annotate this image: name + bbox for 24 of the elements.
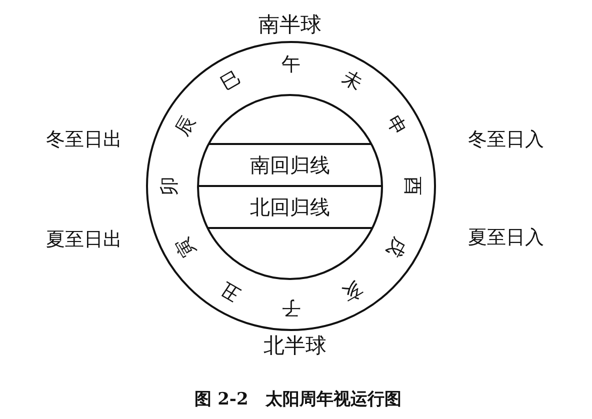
- branch-label: 午: [282, 56, 300, 74]
- direction-label: 冬至日入: [468, 130, 544, 150]
- branch-label: 丑: [218, 278, 244, 304]
- direction-label: 冬至日出: [46, 130, 122, 150]
- branch-label: 申: [382, 112, 409, 138]
- direction-label: 北半球: [264, 336, 326, 356]
- band-label: 南回归线: [250, 155, 330, 175]
- branch-label: 未: [338, 68, 364, 94]
- band-label: 北回归线: [250, 197, 330, 217]
- branch-label: 戌: [382, 234, 409, 260]
- direction-label: 夏至日入: [468, 228, 544, 248]
- direction-label: 夏至日出: [46, 230, 122, 250]
- branch-label: 亥: [338, 278, 364, 304]
- branch-label: 子: [282, 298, 300, 316]
- branch-label: 巳: [218, 68, 244, 94]
- branch-label: 酉: [402, 176, 422, 196]
- branch-label: 卯: [160, 176, 180, 196]
- branch-label: 寅: [173, 234, 200, 260]
- direction-label: 南半球: [258, 14, 322, 36]
- figure-caption: 图 2-2 太阳周年视运行图: [194, 392, 402, 408]
- tropic-band: [197, 144, 383, 186]
- zodiac-ring: [146, 41, 436, 331]
- inner-circle: [197, 94, 383, 280]
- branch-label: 辰: [173, 112, 200, 138]
